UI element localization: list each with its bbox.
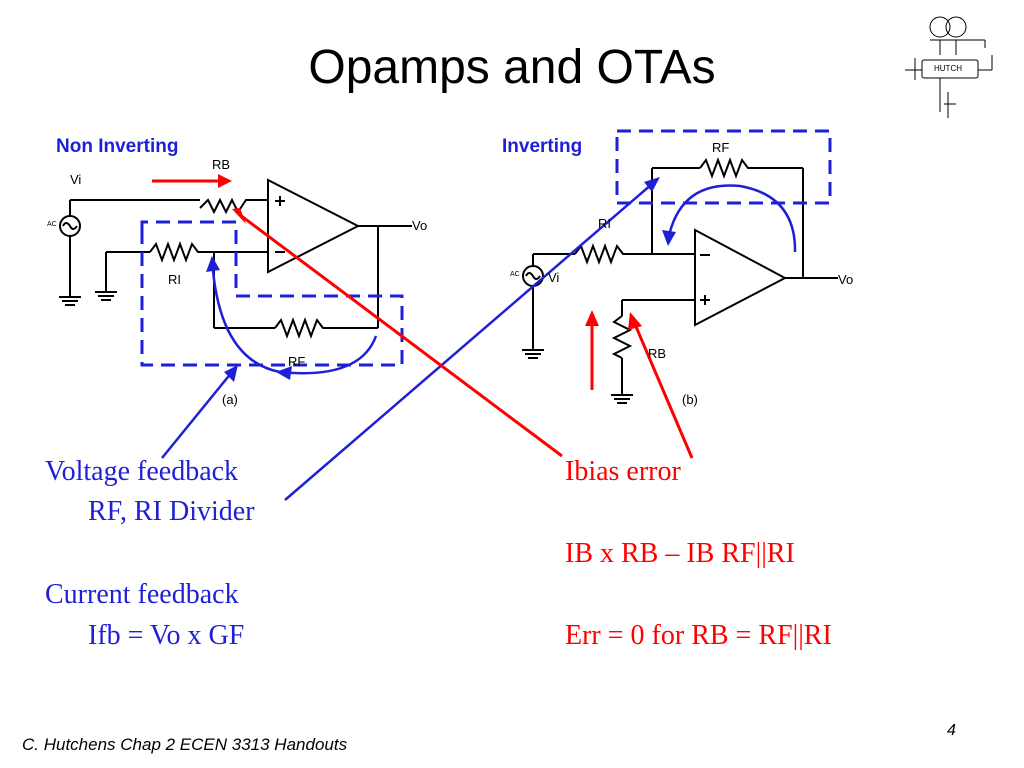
label-rb-a: RB: [212, 157, 231, 172]
hutch-logo: [905, 16, 993, 118]
circuit-a: [59, 178, 412, 339]
label-vo-a: Vo: [412, 218, 428, 233]
page-number: 4: [947, 722, 956, 739]
heading-non-inverting: Non Inverting: [56, 136, 179, 157]
opamp-b: [694, 228, 788, 327]
note-current-feedback: Current feedback: [45, 579, 239, 610]
ri-resistor-b: [574, 243, 695, 265]
label-rf-b: RF: [712, 140, 730, 155]
note-ifb: Ifb = Vo x GF: [88, 620, 245, 651]
label-vo-b: Vo: [838, 272, 854, 287]
note-err-zero: Err = 0 for RB = RF||RI: [565, 620, 832, 651]
note-ibias-error: Ibias error: [565, 456, 681, 487]
label-vi-a: Vi: [70, 172, 82, 187]
logo-text: HUTCH: [934, 64, 962, 73]
rf-resistor-a: [274, 317, 378, 339]
footer-text: C. Hutchens Chap 2 ECEN 3313 Handouts: [22, 735, 348, 754]
label-ri-b: RI: [598, 216, 611, 231]
pointer-ibias-a: [239, 213, 563, 458]
heading-inverting: Inverting: [502, 136, 583, 157]
pointer-ibias-b: [632, 321, 694, 459]
rb-resistor-a: [199, 197, 268, 215]
rf-resistor-b: [699, 157, 803, 179]
rb-resistor-b: [611, 315, 633, 359]
note-ib-formula: IB x RB – IB RF||RI: [565, 538, 795, 569]
feedback-arc-b: [666, 184, 797, 253]
label-vi-b: Vi: [548, 270, 560, 285]
dashed-box-a-upper: [140, 220, 404, 367]
pointer-divider-b: [284, 183, 653, 501]
note-rf-ri-divider: RF, RI Divider: [88, 496, 255, 527]
label-rf-a: RF: [288, 354, 306, 369]
dashed-box-b: [615, 129, 832, 205]
ri-resistor-a: [149, 241, 268, 263]
note-voltage-feedback: Voltage feedback: [45, 456, 239, 487]
caption-a: (a): [222, 392, 238, 407]
label-ac-a: AC: [47, 221, 57, 228]
label-rb-b: RB: [648, 346, 667, 361]
slide-title: Opamps and OTAs: [308, 41, 716, 94]
pointer-voltage-feedback-a: [161, 371, 233, 459]
label-ri-a: RI: [168, 272, 181, 287]
caption-b: (b): [682, 392, 698, 407]
label-ac-b: AC: [510, 271, 520, 278]
opamp-a: [267, 178, 361, 274]
circuit-b: [522, 157, 838, 404]
